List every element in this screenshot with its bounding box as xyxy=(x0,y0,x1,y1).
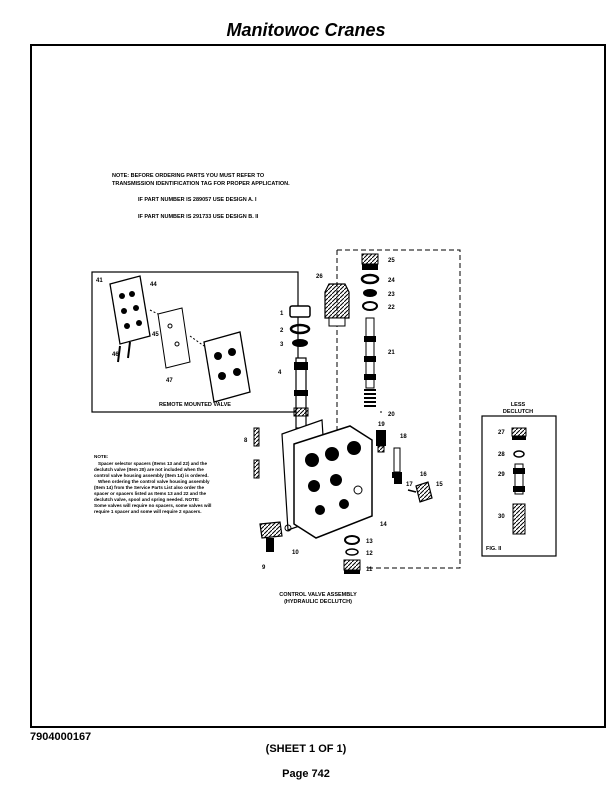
remote-mounted-valve-inset: 41 44 45 46 47 REMOTE MOUNTED VALVE xyxy=(91,271,299,413)
fig-label: FIG. II xyxy=(486,546,502,552)
callout-1: 1 xyxy=(280,311,284,317)
part-23-ring xyxy=(363,289,377,297)
svg-text:declutch valve (Item 20) are n: declutch valve (Item 20) are not include… xyxy=(94,467,204,472)
declutch-label: DECLUTCH xyxy=(503,409,533,415)
part-18-bolt xyxy=(392,447,402,478)
declutch-group-outline xyxy=(337,249,461,569)
callout-23: 23 xyxy=(388,292,395,298)
spacer-note: NOTE: Spacer selector spacers (Items 13 … xyxy=(94,454,211,514)
callout-10: 10 xyxy=(292,550,299,556)
svg-text:NOTE: BEFORE ORDERING PARTS Y: NOTE: BEFORE ORDERING PARTS YOU MUST REF… xyxy=(112,173,265,179)
callout-41: 41 xyxy=(96,278,103,284)
part-2-oring xyxy=(289,323,311,335)
callout-22: 22 xyxy=(388,305,395,311)
part-15-connector xyxy=(415,481,433,503)
less-declutch-inset: LESS DECLUTCH 27 28 29 30 FIG. II xyxy=(481,402,557,557)
part-26-cap xyxy=(324,283,350,327)
svg-text:declutch valve, spool and spri: declutch valve, spool and spring needed.… xyxy=(94,497,200,502)
part-22-spacer xyxy=(362,301,378,311)
part-16-pin xyxy=(407,489,417,493)
svg-text:NOTE:: NOTE: xyxy=(94,454,109,459)
ordering-note: NOTE: BEFORE ORDERING PARTS YOU MUST REF… xyxy=(112,173,290,220)
svg-text:IF PART NUMBER IS 289057 USE: IF PART NUMBER IS 289057 USE DESIGN A. I xyxy=(138,197,257,203)
page-header: Manitowoc Cranes xyxy=(226,20,386,40)
part-9-fitting xyxy=(259,521,283,552)
callout-20: 20 xyxy=(388,412,395,418)
part-19-plug xyxy=(376,430,386,453)
callout-21: 21 xyxy=(388,350,395,356)
callout-27: 27 xyxy=(498,430,505,436)
part-28-oring xyxy=(513,450,525,458)
part-12-oring xyxy=(345,548,359,556)
callout-2: 2 xyxy=(280,328,284,334)
drawing-frame: NOTE: BEFORE ORDERING PARTS YOU MUST REF… xyxy=(30,44,606,728)
remote-valve-gasket xyxy=(157,307,191,369)
callout-15: 15 xyxy=(436,482,443,488)
callout-9: 9 xyxy=(262,565,266,571)
callout-13: 13 xyxy=(366,539,373,545)
part-30-spring xyxy=(512,503,526,535)
svg-text:control valve housing assembly: control valve housing assembly (Item 14)… xyxy=(94,473,209,478)
less-label: LESS xyxy=(511,402,526,408)
callout-3: 3 xyxy=(280,342,284,348)
part-8-pin-lower xyxy=(253,459,260,479)
callout-4: 4 xyxy=(278,370,282,376)
assembly-caption-line-1: CONTROL VALVE ASSEMBLY xyxy=(279,592,357,598)
callout-45: 45 xyxy=(152,332,159,338)
callout-14: 14 xyxy=(380,522,387,528)
assembly-caption-line-2: (HYDRAULIC DECLUTCH) xyxy=(284,599,352,605)
callout-44: 44 xyxy=(150,282,157,288)
callout-11: 11 xyxy=(366,567,373,573)
svg-text:Some valves will require no sp: Some valves will require no spacers, som… xyxy=(94,503,211,508)
part-11-plug xyxy=(343,559,361,574)
svg-text:TRANSMISSION IDENTIFICATION TA: TRANSMISSION IDENTIFICATION TAG FOR PROP… xyxy=(112,181,290,187)
part-number: 7904000167 xyxy=(30,731,92,743)
part-24-oring xyxy=(360,273,380,285)
callout-16: 16 xyxy=(420,472,427,478)
part-29-spool xyxy=(513,463,525,495)
callout-8: 8 xyxy=(244,438,248,444)
part-25-plug xyxy=(361,253,379,270)
remote-valve-body xyxy=(203,331,251,403)
callout-17: 17 xyxy=(406,482,413,488)
callout-47: 47 xyxy=(166,378,173,384)
callout-24: 24 xyxy=(388,278,395,284)
svg-text:When ordering the control valv: When ordering the control valve housing … xyxy=(98,479,210,484)
callout-25: 25 xyxy=(388,258,395,264)
svg-text:spacer or spacers listed as It: spacer or spacers listed as Items 13 and… xyxy=(94,491,207,496)
callout-46: 46 xyxy=(112,352,119,358)
page-number: Page 742 xyxy=(282,768,330,780)
exploded-parts-diagram: NOTE: BEFORE ORDERING PARTS YOU MUST REF… xyxy=(91,173,557,605)
callout-26: 26 xyxy=(316,274,323,280)
part-17-seal xyxy=(394,478,402,484)
svg-text:Spacer selector spacers (Items: Spacer selector spacers (Items 13 and 22… xyxy=(98,461,207,466)
part-4-main-spool xyxy=(293,357,309,429)
part-3-washer xyxy=(292,339,308,347)
part-27-plug xyxy=(511,427,527,440)
part-1-plug xyxy=(289,305,311,318)
part-21-spool xyxy=(364,317,376,407)
part-13-spacer xyxy=(344,535,360,545)
svg-text:IF PART NUMBER IS 291733 USE: IF PART NUMBER IS 291733 USE DESIGN B. I… xyxy=(138,214,259,220)
callout-12: 12 xyxy=(366,551,373,557)
callout-18: 18 xyxy=(400,434,407,440)
callout-29: 29 xyxy=(498,472,505,478)
svg-text:(Item 14) from the Service Par: (Item 14) from the Service Parts List al… xyxy=(94,485,204,490)
callout-28: 28 xyxy=(498,452,505,458)
remote-caption: REMOTE MOUNTED VALVE xyxy=(159,402,231,408)
part-8-pin-upper xyxy=(253,427,260,447)
part-10-ball xyxy=(284,524,292,532)
svg-text:require 1 spacer and some will: require 1 spacer and some will require 2… xyxy=(94,509,202,514)
remote-valve-plate xyxy=(109,275,151,345)
callout-19: 19 xyxy=(378,422,385,428)
sheet-indicator: (SHEET 1 OF 1) xyxy=(265,743,347,755)
part-14-valve-housing xyxy=(293,425,373,539)
callout-30: 30 xyxy=(498,514,505,520)
